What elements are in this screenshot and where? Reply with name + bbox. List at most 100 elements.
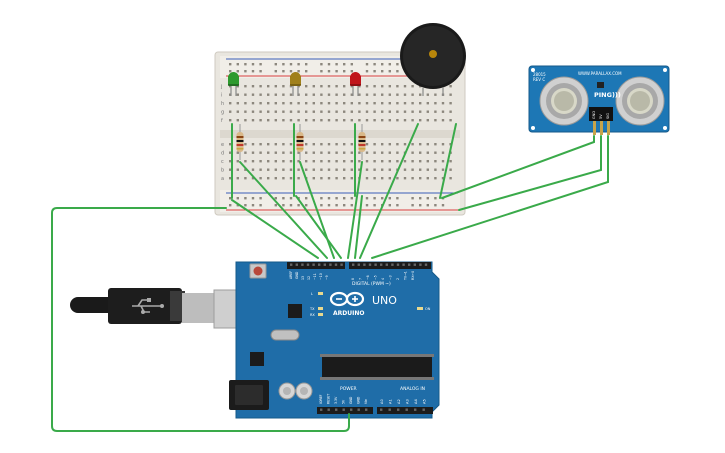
breadboard-hole[interactable] <box>396 119 399 122</box>
breadboard-hole[interactable] <box>289 143 293 146</box>
breadboard-hole[interactable] <box>419 151 422 154</box>
breadboard-hole[interactable] <box>373 177 376 180</box>
rail-hole[interactable] <box>373 63 376 66</box>
rail-hole[interactable] <box>289 204 293 207</box>
breadboard-hole[interactable] <box>434 102 437 105</box>
rail-hole[interactable] <box>335 204 338 207</box>
breadboard-hole[interactable] <box>335 102 338 105</box>
wire-red-led[interactable] <box>347 123 363 259</box>
breadboard-hole[interactable] <box>305 93 308 96</box>
breadboard-hole[interactable] <box>350 168 353 171</box>
rail-hole[interactable] <box>388 197 391 200</box>
breadboard-hole[interactable] <box>434 160 437 163</box>
breadboard-hole[interactable] <box>305 143 308 146</box>
breadboard-hole[interactable] <box>297 168 300 171</box>
breadboard-hole[interactable] <box>396 102 399 105</box>
breadboard-hole[interactable] <box>259 93 262 96</box>
breadboard-hole[interactable] <box>403 143 407 146</box>
rail-hole[interactable] <box>381 70 384 73</box>
breadboard-hole[interactable] <box>251 143 255 146</box>
breadboard-hole[interactable] <box>320 160 323 163</box>
breadboard-hole[interactable] <box>426 160 429 163</box>
breadboard-hole[interactable] <box>396 85 399 88</box>
breadboard-hole[interactable] <box>305 119 308 122</box>
breadboard-hole[interactable] <box>244 85 247 88</box>
breadboard-hole[interactable] <box>381 168 384 171</box>
breadboard-hole[interactable] <box>244 168 247 171</box>
breadboard-hole[interactable] <box>343 85 346 88</box>
breadboard-hole[interactable] <box>251 119 255 122</box>
breadboard-hole[interactable] <box>274 85 277 88</box>
header-pin[interactable] <box>419 263 422 266</box>
rail-hole[interactable] <box>320 204 323 207</box>
breadboard-hole[interactable] <box>282 102 285 105</box>
breadboard-hole[interactable] <box>312 85 315 88</box>
breadboard-hole[interactable] <box>320 151 323 154</box>
breadboard-hole[interactable] <box>244 110 247 113</box>
header-pin[interactable] <box>306 263 310 266</box>
breadboard-hole[interactable] <box>426 102 429 105</box>
breadboard-hole[interactable] <box>343 102 346 105</box>
breadboard-hole[interactable] <box>335 151 338 154</box>
breadboard-hole[interactable] <box>267 177 270 180</box>
breadboard-hole[interactable] <box>358 93 361 96</box>
header-pin[interactable] <box>320 408 323 411</box>
breadboard-hole[interactable] <box>335 119 338 122</box>
breadboard-hole[interactable] <box>229 160 232 163</box>
breadboard-hole[interactable] <box>426 151 429 154</box>
breadboard-hole[interactable] <box>373 110 376 113</box>
breadboard-hole[interactable] <box>251 85 255 88</box>
breadboard-hole[interactable] <box>426 177 429 180</box>
resistor-1[interactable] <box>236 124 244 160</box>
breadboard-hole[interactable] <box>236 93 239 96</box>
breadboard-hole[interactable] <box>388 151 391 154</box>
breadboard-hole[interactable] <box>274 160 277 163</box>
rail-hole[interactable] <box>320 197 323 200</box>
header-pin[interactable] <box>365 408 368 411</box>
resistor-3[interactable] <box>358 124 366 160</box>
breadboard-hole[interactable] <box>411 168 414 171</box>
breadboard-hole[interactable] <box>251 102 255 105</box>
breadboard-hole[interactable] <box>441 151 445 154</box>
breadboard-hole[interactable] <box>381 110 384 113</box>
rail-hole[interactable] <box>244 70 247 73</box>
header-pin[interactable] <box>388 408 391 411</box>
breadboard-hole[interactable] <box>343 168 346 171</box>
breadboard-hole[interactable] <box>312 160 315 163</box>
breadboard-hole[interactable] <box>305 168 308 171</box>
breadboard-hole[interactable] <box>274 102 277 105</box>
header-pin[interactable] <box>350 408 353 411</box>
breadboard-hole[interactable] <box>403 168 407 171</box>
breadboard-hole[interactable] <box>365 168 369 171</box>
rail-hole[interactable] <box>320 63 323 66</box>
breadboard-hole[interactable] <box>327 151 331 154</box>
breadboard-hole[interactable] <box>358 85 361 88</box>
breadboard-hole[interactable] <box>449 102 452 105</box>
breadboard-hole[interactable] <box>259 85 262 88</box>
breadboard-hole[interactable] <box>350 160 353 163</box>
wire-sensor-gnd[interactable] <box>441 135 595 199</box>
breadboard-hole[interactable] <box>274 119 277 122</box>
rail-hole[interactable] <box>373 70 376 73</box>
header-pin[interactable] <box>380 408 383 411</box>
breadboard-hole[interactable] <box>350 102 353 105</box>
wire-gnd-return[interactable] <box>51 207 350 432</box>
breadboard-hole[interactable] <box>259 168 262 171</box>
breadboard-hole[interactable] <box>350 110 353 113</box>
breadboard-hole[interactable] <box>449 177 452 180</box>
breadboard-hole[interactable] <box>274 168 277 171</box>
breadboard-hole[interactable] <box>373 168 376 171</box>
rail-hole[interactable] <box>350 197 353 200</box>
rail-hole[interactable] <box>236 70 239 73</box>
ultrasonic-sensor[interactable]: 28015 REV C WWW.PARALLAX.COM PING))) GND… <box>528 65 670 135</box>
rail-hole[interactable] <box>274 63 277 66</box>
breadboard-hole[interactable] <box>343 119 346 122</box>
breadboard-hole[interactable] <box>282 143 285 146</box>
breadboard-hole[interactable] <box>229 151 232 154</box>
wire-resistor-1[interactable] <box>239 161 328 259</box>
breadboard-hole[interactable] <box>305 102 308 105</box>
rail-hole[interactable] <box>441 204 445 207</box>
breadboard-hole[interactable] <box>388 168 391 171</box>
rail-hole[interactable] <box>297 70 300 73</box>
header-pin[interactable] <box>380 263 383 266</box>
